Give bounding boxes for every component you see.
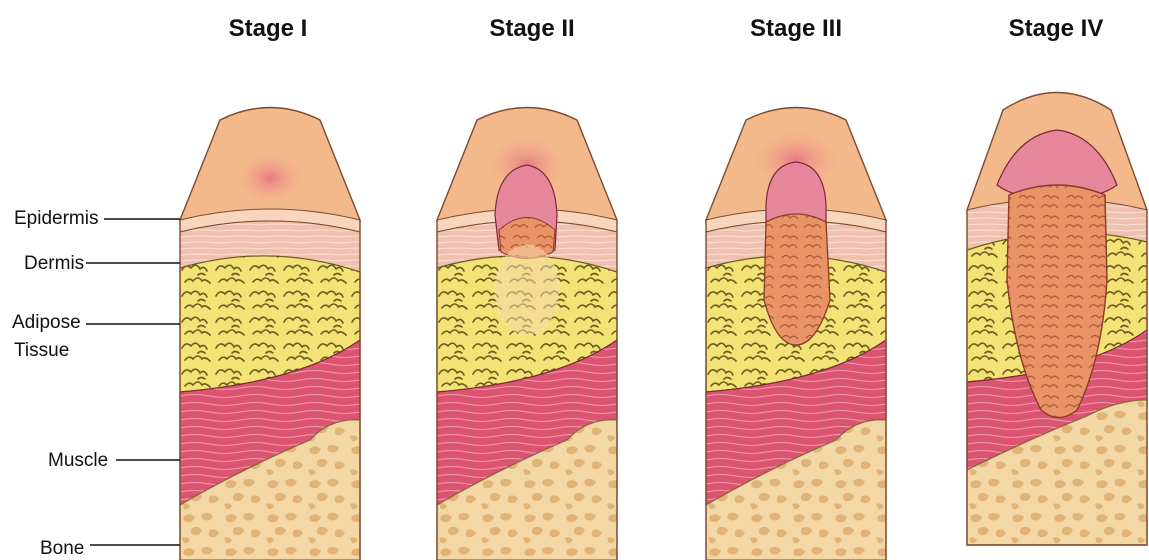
stage-title-3: Stage III — [750, 15, 842, 42]
label-dermis: Dermis — [24, 253, 84, 274]
stage-title-1: Stage I — [229, 15, 308, 42]
stage-1-redness — [232, 150, 308, 206]
stage-title-2: Stage II — [489, 15, 574, 42]
stage-2-tissue — [437, 108, 617, 560]
stage-3-tissue — [706, 108, 886, 560]
label-bone: Bone — [40, 538, 84, 559]
stage-title-4: Stage IV — [1009, 15, 1104, 42]
label-muscle: Muscle — [48, 450, 108, 471]
label-epidermis: Epidermis — [14, 208, 98, 229]
stage-3-wound — [764, 214, 830, 345]
label-adipose-2: Tissue — [14, 340, 69, 361]
stage-1-tissue — [180, 108, 360, 560]
label-adipose-1: Adipose — [12, 312, 81, 333]
stage-4-tissue — [967, 93, 1147, 546]
